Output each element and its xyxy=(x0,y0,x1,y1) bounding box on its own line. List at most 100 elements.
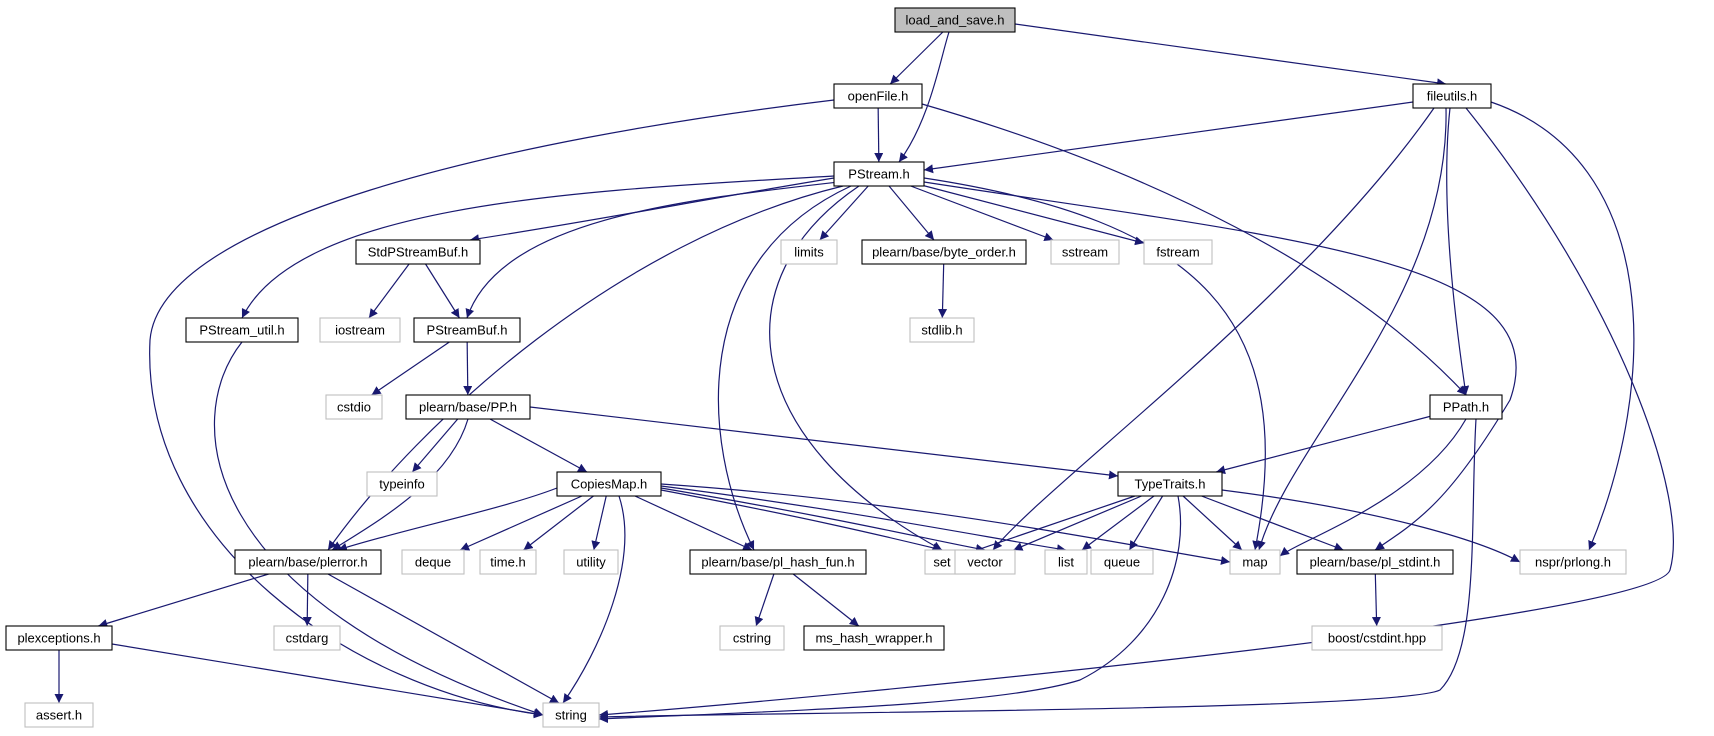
node-box-PP xyxy=(405,394,531,420)
node-box-map xyxy=(1229,549,1281,575)
node-box-string xyxy=(542,702,600,728)
node-box-list xyxy=(1044,549,1088,575)
edge-load_and_save-to-PStream xyxy=(898,31,950,163)
node-box-pl_hash_fun xyxy=(689,549,867,575)
node-sstream: sstream xyxy=(1050,239,1120,265)
node-iostream: iostream xyxy=(319,317,401,343)
node-pl_stdint[interactable]: plearn/base/pl_stdint.h xyxy=(1296,549,1454,575)
edge-plerror-to-plexceptions xyxy=(98,573,269,628)
node-label-PStream_util: PStream_util.h xyxy=(199,323,284,338)
node-time: time.h xyxy=(479,549,537,575)
node-queue: queue xyxy=(1090,549,1154,575)
edge-TypeTraits-to-map xyxy=(1182,495,1243,551)
node-label-ms_hash_wrapper: ms_hash_wrapper.h xyxy=(815,631,932,646)
node-label-PPath: PPath.h xyxy=(1443,400,1489,415)
node-label-plerror: plearn/base/plerror.h xyxy=(248,555,367,570)
node-list: list xyxy=(1044,549,1088,575)
node-StdPStreamBuf[interactable]: StdPStreamBuf.h xyxy=(355,239,481,265)
edge-fileutils-to-PPath xyxy=(1446,107,1470,396)
node-label-list: list xyxy=(1058,555,1074,570)
node-PStream[interactable]: PStream.h xyxy=(833,161,925,187)
edge-TypeTraits-to-pl_stdint xyxy=(1201,495,1344,552)
node-box-set xyxy=(924,549,960,575)
node-deque: deque xyxy=(401,549,465,575)
node-label-set: set xyxy=(933,555,951,570)
node-fileutils[interactable]: fileutils.h xyxy=(1412,83,1492,109)
edge-PStream-to-fstream xyxy=(923,185,1145,246)
node-load_and_save[interactable]: load_and_save.h xyxy=(894,7,1016,33)
edge-CopiesMap-to-map xyxy=(660,483,1231,565)
edge-PStream-to-limits xyxy=(819,185,869,241)
edge-fileutils-to-PStream xyxy=(923,101,1414,174)
edge-PStream-to-map xyxy=(923,177,1266,551)
edge-plerror-to-cstdarg xyxy=(302,573,312,627)
node-ms_hash_wrapper[interactable]: ms_hash_wrapper.h xyxy=(803,625,945,651)
node-box-ms_hash_wrapper xyxy=(803,625,945,651)
node-byte_order[interactable]: plearn/base/byte_order.h xyxy=(861,239,1027,265)
node-label-vector: vector xyxy=(967,555,1003,570)
node-label-byte_order: plearn/base/byte_order.h xyxy=(872,245,1016,260)
node-pl_hash_fun[interactable]: plearn/base/pl_hash_fun.h xyxy=(689,549,867,575)
node-box-queue xyxy=(1090,549,1154,575)
node-box-plexceptions xyxy=(5,625,113,651)
edge-fileutils-to-map xyxy=(1257,107,1447,551)
node-box-PStream xyxy=(833,161,925,187)
edge-CopiesMap-to-list xyxy=(660,485,1067,554)
node-map: map xyxy=(1229,549,1281,575)
node-label-string: string xyxy=(555,708,587,723)
edge-TypeTraits-to-prlong xyxy=(1221,489,1521,563)
node-typeinfo: typeinfo xyxy=(366,471,438,497)
edge-openFile-to-PStream xyxy=(874,107,884,163)
node-box-openFile xyxy=(833,83,923,109)
node-label-cstdarg: cstdarg xyxy=(286,631,329,646)
edge-PStream-to-set xyxy=(769,185,943,551)
node-layer: load_and_save.h openFile.h fileutils.hPStr… xyxy=(5,7,1627,728)
node-utility: utility xyxy=(563,549,619,575)
node-PStreamBuf[interactable]: PStreamBuf.h xyxy=(413,317,521,343)
edge-PStream-to-pl_stdint xyxy=(923,181,1517,551)
edge-pl_hash_fun-to-cstring xyxy=(754,573,775,627)
node-label-cstdio: cstdio xyxy=(337,400,371,415)
node-label-limits: limits xyxy=(794,245,824,260)
edge-CopiesMap-to-plerror xyxy=(337,487,558,552)
node-plerror[interactable]: plearn/base/plerror.h xyxy=(234,549,382,575)
node-label-deque: deque xyxy=(415,555,451,570)
edge-PStream-to-pl_hash_fun xyxy=(717,185,852,551)
node-prlong: nspr/prlong.h xyxy=(1519,549,1627,575)
node-label-typeinfo: typeinfo xyxy=(379,477,425,492)
node-label-pl_hash_fun: plearn/base/pl_hash_fun.h xyxy=(701,555,854,570)
node-PStream_util[interactable]: PStream_util.h xyxy=(185,317,299,343)
node-label-stdlib: stdlib.h xyxy=(921,323,962,338)
node-box-PPath xyxy=(1429,394,1503,420)
node-cstdarg: cstdarg xyxy=(273,625,341,651)
edge-TypeTraits-to-queue xyxy=(1128,495,1164,551)
node-PPath[interactable]: PPath.h xyxy=(1429,394,1503,420)
node-stdlib: stdlib.h xyxy=(909,317,975,343)
node-label-boost_cstdint: boost/cstdint.hpp xyxy=(1328,631,1426,646)
node-assert: assert.h xyxy=(24,702,94,728)
edge-openFile-to-PPath xyxy=(921,103,1467,396)
edge-byte_order-to-stdlib xyxy=(938,263,948,319)
node-openFile[interactable]: openFile.h xyxy=(833,83,923,109)
edge-PStream-to-PStreamBuf xyxy=(465,181,840,319)
node-limits: limits xyxy=(780,239,838,265)
node-label-assert: assert.h xyxy=(36,708,82,723)
node-box-assert xyxy=(24,702,94,728)
edge-StdPStreamBuf-to-iostream xyxy=(368,263,410,319)
edge-PStream-to-byte_order xyxy=(888,185,935,241)
node-plexceptions[interactable]: plexceptions.h xyxy=(5,625,113,651)
node-label-pl_stdint: plearn/base/pl_stdint.h xyxy=(1310,555,1441,570)
node-label-StdPStreamBuf: StdPStreamBuf.h xyxy=(368,245,468,260)
node-box-prlong xyxy=(1519,549,1627,575)
edge-layer xyxy=(54,23,1674,724)
node-box-PStream_util xyxy=(185,317,299,343)
edge-PStream-to-PStream_util xyxy=(241,175,835,319)
node-TypeTraits[interactable]: TypeTraits.h xyxy=(1117,471,1223,497)
edge-CopiesMap-to-vector xyxy=(660,487,986,553)
node-box-iostream xyxy=(319,317,401,343)
node-CopiesMap[interactable]: CopiesMap.h xyxy=(556,471,662,497)
node-fstream: fstream xyxy=(1143,239,1213,265)
node-PP[interactable]: plearn/base/PP.h xyxy=(405,394,531,420)
node-label-queue: queue xyxy=(1104,555,1140,570)
edge-PStreamBuf-to-cstdio xyxy=(371,341,450,396)
